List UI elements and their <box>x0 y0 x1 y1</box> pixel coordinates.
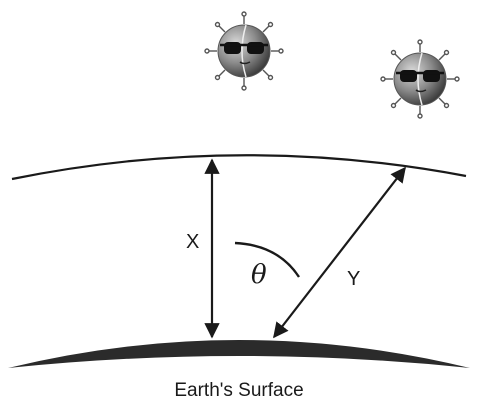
slant-path-arrow <box>273 166 406 339</box>
sun-with-sunglasses-icon <box>379 38 461 120</box>
label-x: X <box>186 231 199 253</box>
earth-surface-caption: Earth's Surface <box>174 380 303 401</box>
zenith-angle-arc <box>234 241 301 278</box>
atmosphere-top-curve <box>11 154 467 181</box>
sun-with-sunglasses-icon <box>203 10 285 92</box>
label-theta: θ <box>251 260 267 290</box>
label-y: Y <box>347 268 360 290</box>
earth-surface <box>8 340 470 368</box>
